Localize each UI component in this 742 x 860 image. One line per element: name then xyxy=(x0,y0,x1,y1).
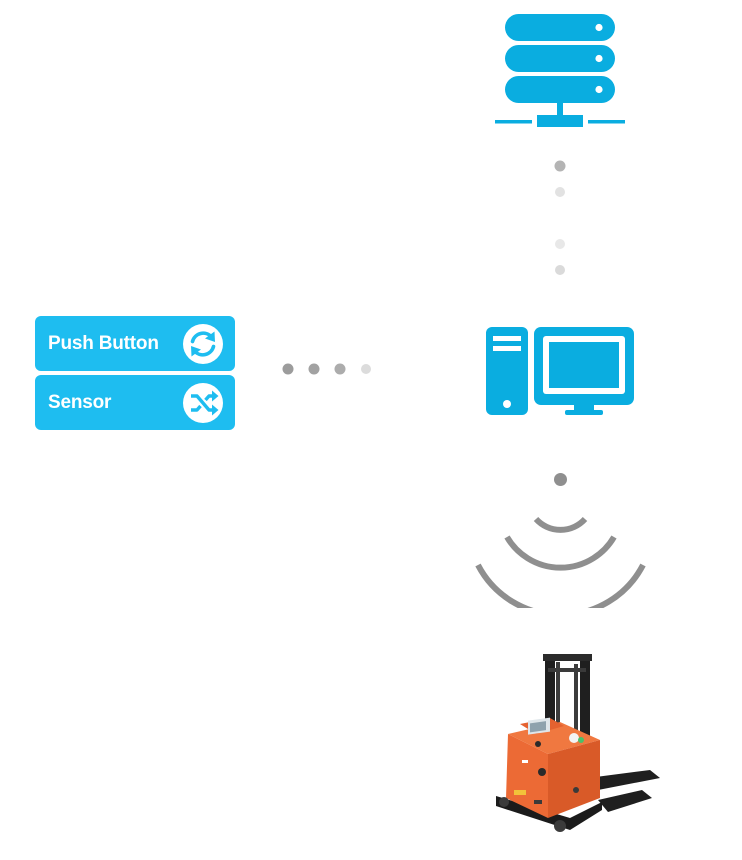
link-dot xyxy=(555,239,565,249)
desktop-computer-icon xyxy=(486,327,634,415)
link-dot xyxy=(334,363,346,375)
wireless-signal-icon xyxy=(475,473,646,608)
shuffle-icon xyxy=(183,382,223,423)
refresh-icon xyxy=(183,323,223,364)
sensor-label: Sensor xyxy=(48,391,112,413)
link-dot xyxy=(308,363,320,375)
server-icon xyxy=(495,14,625,127)
server-link-dots xyxy=(554,160,566,275)
autonomous-forklift-icon xyxy=(496,654,660,832)
push-button-label: Push Button xyxy=(48,332,159,354)
link-dot xyxy=(555,265,565,275)
link-dot xyxy=(554,160,566,172)
link-dot xyxy=(361,364,371,374)
link-dot xyxy=(555,187,565,197)
trigger-link-dots xyxy=(282,363,371,375)
link-dot xyxy=(282,363,294,375)
sensor-trigger[interactable]: Sensor xyxy=(35,375,235,430)
push-button-trigger[interactable]: Push Button xyxy=(35,316,235,371)
